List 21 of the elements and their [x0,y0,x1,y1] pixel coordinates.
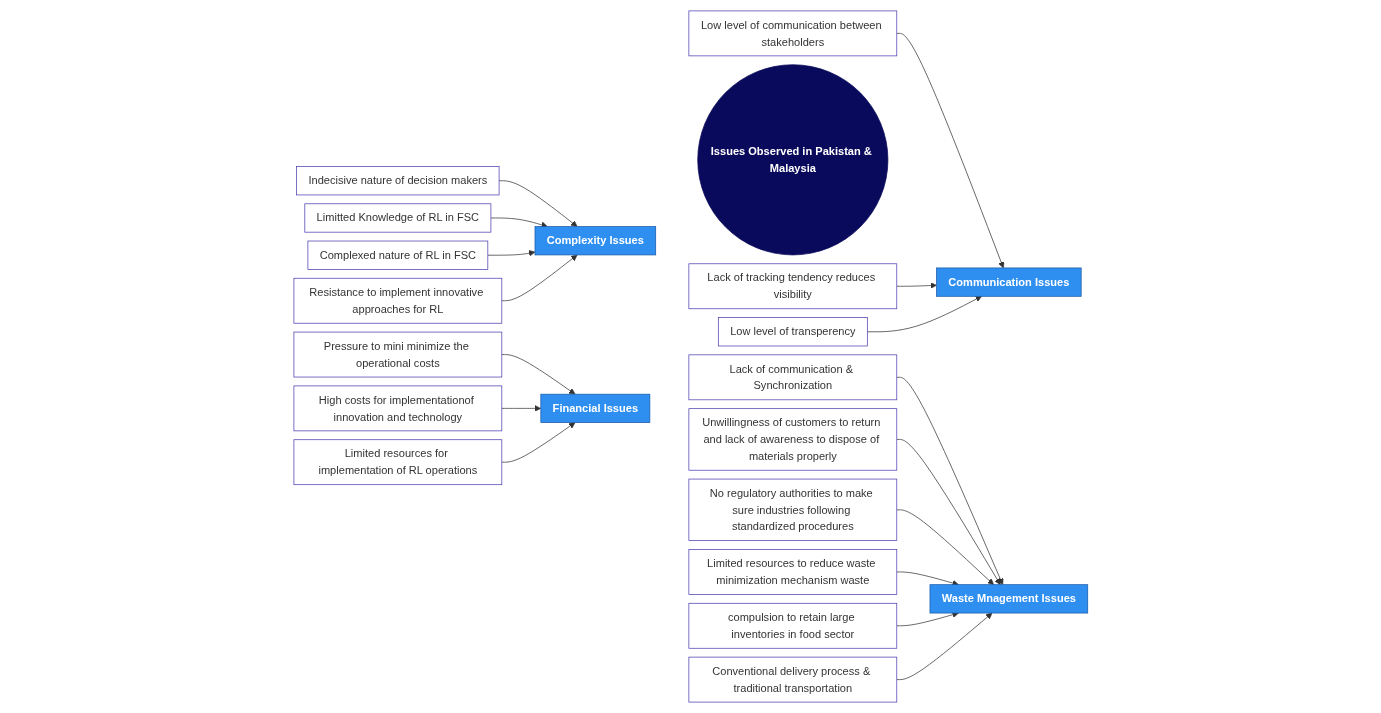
node-circle: Issues Observed in Pakistan & Malaysia [697,64,888,256]
node-box: Communication Issues [935,267,1082,297]
node-box: Limited resources to reduce waste minimization mechanism waste [688,549,897,595]
node-box: compulsion to retain large inventories in food sector [688,602,897,649]
node-box: Conventional delivery process & traditional transportation [688,656,897,703]
node-box: Financial Issues [540,393,650,423]
node-box: Pressure to mini minimize the operational costs [293,331,502,378]
node-box: Lack of tracking tendency reduces visibility [688,263,897,310]
node-box: High costs for implementationof innovation and technology [293,385,502,432]
node-box: Waste Mnagement Issues [929,584,1088,614]
node-box: Indecisive nature of decision makers [295,166,500,196]
node-box: Complexed nature of RL in FSC [307,240,488,270]
node-box: Resistance to implement innovative approaches for RL [293,277,502,324]
node-box: No regulatory authorities to make sure industries following standardized procedures [688,478,897,541]
node-box: Limited resources for implementation of RL operations [293,439,502,486]
node-box: Low level of transperency [717,317,868,347]
node-box: Lack of communication & Synchronization [688,354,897,401]
node-box: Limitted Knowledge of RL in FSC [304,203,491,233]
node-box: Complexity Issues [534,226,656,256]
node-box: Unwillingness of customers to return and lack of awareness to dispose of materials properly [688,408,897,471]
node-box: Low level of communication between stakeholders [688,10,897,57]
